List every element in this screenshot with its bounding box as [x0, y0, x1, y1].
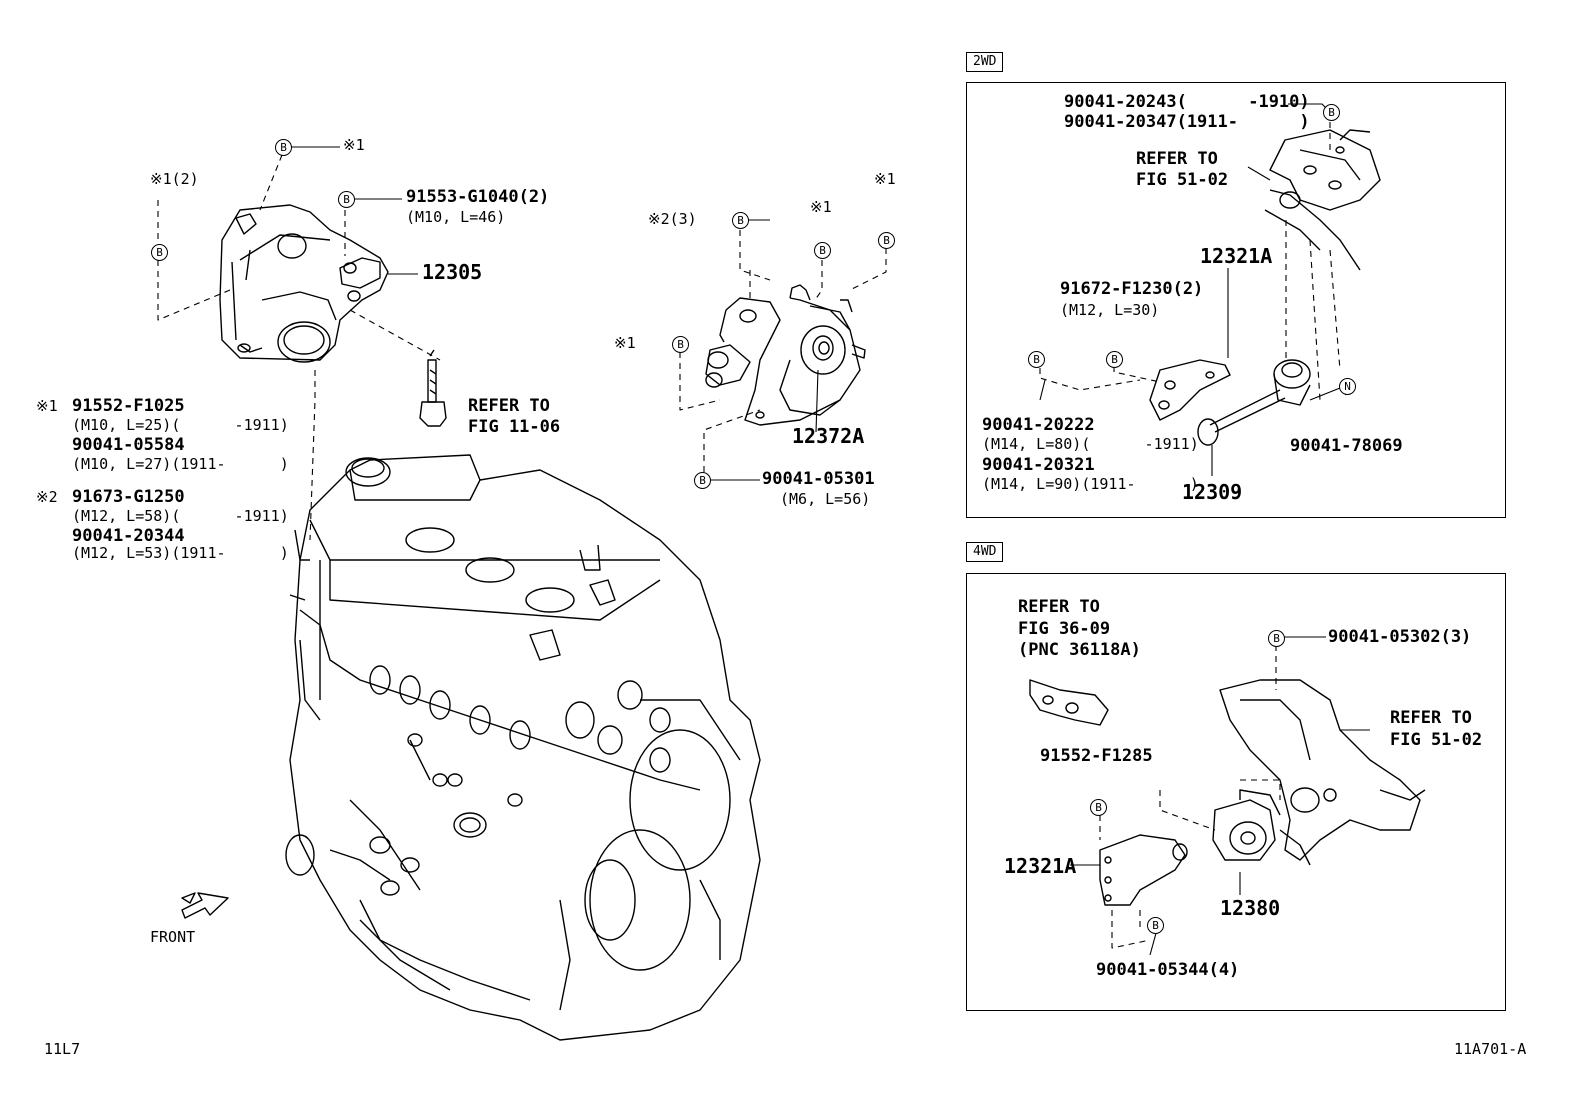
tag-2wd: 2WD [966, 52, 1004, 72]
bracket-12321a-4wd-drawing [1099, 834, 1188, 906]
legend-part-91673-g1250: 91673-G1250 [72, 487, 185, 507]
b-marker: B [1028, 351, 1045, 368]
panel-2wd [966, 82, 1506, 518]
b-marker: B [878, 232, 895, 249]
b-marker: B [151, 244, 168, 261]
star1-note: ※1 [810, 198, 832, 216]
b-marker: B [1090, 799, 1107, 816]
legend-star2: ※2 [36, 488, 58, 506]
bracket-36-09-drawing [1029, 679, 1109, 726]
rod-12309-drawing [1149, 129, 1381, 446]
part-number-91553: 91553-G1040(2) [406, 187, 550, 207]
part-number-12372a: 12372A [792, 424, 865, 448]
refer-fig-51-02: FIG 51-02 [1136, 170, 1229, 190]
star1-note: ※1 [874, 170, 896, 188]
part-number-05301: 90041-05301 [762, 469, 875, 489]
legend-spec: (M10, L=27)(1911- ) [72, 455, 289, 473]
mount-12372a-drawing [705, 284, 866, 426]
part-spec-91672: (M12, L=30) [1060, 301, 1160, 319]
refer-note: REFER TO [468, 396, 550, 416]
refer-note: REFER TO [1390, 708, 1472, 728]
part-spec-05301: (M6, L=56) [780, 490, 871, 508]
mount-12305-drawing [219, 204, 389, 363]
part-number-12321a: 12321A [1200, 244, 1273, 268]
b-marker: B [1323, 104, 1340, 121]
refer-pnc-36118a: (PNC 36118A) [1018, 640, 1141, 660]
bolt-11-06-drawing [419, 349, 447, 427]
legend-spec: (M10, L=25)( -1911) [72, 416, 289, 434]
part-number-12321a: 12321A [1004, 854, 1077, 878]
part-number-12309: 12309 [1182, 480, 1243, 504]
part-spec-91553: (M10, L=46) [406, 208, 506, 226]
legend-spec: (M12, L=58)( -1911) [72, 507, 289, 525]
part-number-91672: 91672-F1230(2) [1060, 279, 1204, 299]
refer-fig-51-02: FIG 51-02 [1390, 730, 1483, 750]
diagram-code-right: 11A701-A [1454, 1040, 1527, 1058]
legend-star1: ※1 [36, 397, 58, 415]
star1-note: ※1 [614, 334, 636, 352]
part-spec-20222: (M14, L=80)( -1911) [982, 435, 1199, 453]
n-marker: N [1339, 378, 1356, 395]
star2-qty-note: ※2(3) [648, 210, 697, 228]
refer-note: REFER TO [1018, 597, 1100, 617]
refer-fig-11-06: FIG 11-06 [468, 417, 561, 437]
part-number-91552-f1285: 91552-F1285 [1040, 746, 1153, 766]
b-marker: B [672, 336, 689, 353]
part-number-12380: 12380 [1220, 896, 1281, 920]
part-number-78069: 90041-78069 [1290, 436, 1403, 456]
star1-qty-note: ※1(2) [150, 170, 199, 188]
refer-note: REFER TO [1136, 149, 1218, 169]
diagram-code-left: 11L7 [44, 1040, 81, 1058]
b-marker: B [694, 472, 711, 489]
front-arrow-icon [181, 892, 229, 919]
part-number-20243: 90041-20243( -1910) [1064, 92, 1310, 112]
legend-part-90041-20344: 90041-20344 [72, 526, 185, 546]
legend-spec: (M12, L=53)(1911- ) [72, 544, 289, 562]
panel-4wd [966, 573, 1506, 1011]
part-number-20222: 90041-20222 [982, 415, 1095, 435]
b-marker: B [275, 139, 292, 156]
engine-block-drawing [285, 454, 761, 1041]
b-marker: B [338, 191, 355, 208]
star1-note: ※1 [343, 136, 365, 154]
b-marker: B [732, 212, 749, 229]
legend-part-91552-f1025: 91552-F1025 [72, 396, 185, 416]
subframe-51-02-drawing [1219, 679, 1426, 866]
mount-12380-drawing [1212, 789, 1281, 861]
b-marker: B [1147, 917, 1164, 934]
part-number-20347: 90041-20347(1911- ) [1064, 112, 1310, 132]
part-number-20321: 90041-20321 [982, 455, 1095, 475]
b-marker: B [1268, 630, 1285, 647]
part-number-12305: 12305 [422, 260, 483, 284]
b-marker: B [814, 242, 831, 259]
part-spec-20321: (M14, L=90)(1911- ) [982, 475, 1199, 493]
refer-fig-36-09: FIG 36-09 [1018, 619, 1111, 639]
legend-part-90041-05584: 90041-05584 [72, 435, 185, 455]
tag-4wd: 4WD [966, 542, 1004, 562]
part-number-05302: 90041-05302(3) [1328, 627, 1472, 647]
front-label: FRONT [150, 928, 196, 946]
b-marker: B [1106, 351, 1123, 368]
part-number-05344: 90041-05344(4) [1096, 960, 1240, 980]
